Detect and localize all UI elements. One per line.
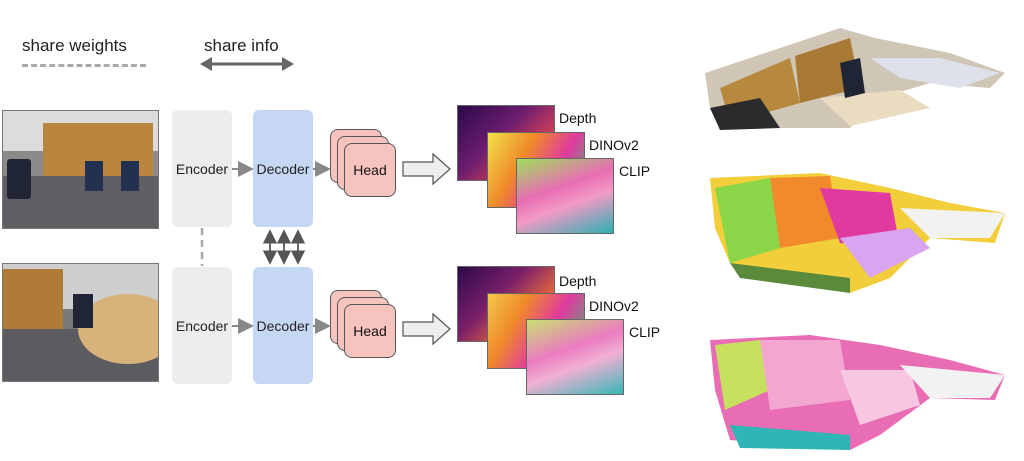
clip-map-bottom: [526, 319, 624, 395]
encoder-block-bottom: Encoder: [172, 267, 232, 384]
decoder-block-bottom: Decoder: [253, 267, 313, 384]
legend-share-weights-label: share weights: [22, 36, 127, 55]
head-block-top: Head: [344, 143, 396, 197]
reconstruction-clip: [710, 335, 1005, 450]
legend-dashed-line: [22, 64, 146, 67]
reconstruction-rgb: [705, 28, 1005, 130]
output-label-clip-bottom: CLIP: [627, 324, 663, 340]
encoder-block-top: Encoder: [172, 110, 232, 227]
output-label-depth-bottom: Depth: [557, 273, 599, 289]
reconstruction-dinov2: [710, 173, 1005, 293]
output-label-depth-top: Depth: [557, 110, 599, 126]
decoder-block-top: Decoder: [253, 110, 313, 227]
clip-map-top: [516, 158, 614, 234]
input-image-top: [2, 110, 159, 229]
head-block-bottom: Head: [344, 304, 396, 358]
output-label-dinov2-top: DINOv2: [587, 137, 641, 153]
output-label-dinov2-bottom: DINOv2: [587, 298, 641, 314]
legend-share-info-label: share info: [204, 36, 279, 55]
legend-double-arrow: [200, 57, 294, 71]
input-image-bottom: [2, 263, 159, 382]
output-label-clip-top: CLIP: [617, 163, 653, 179]
